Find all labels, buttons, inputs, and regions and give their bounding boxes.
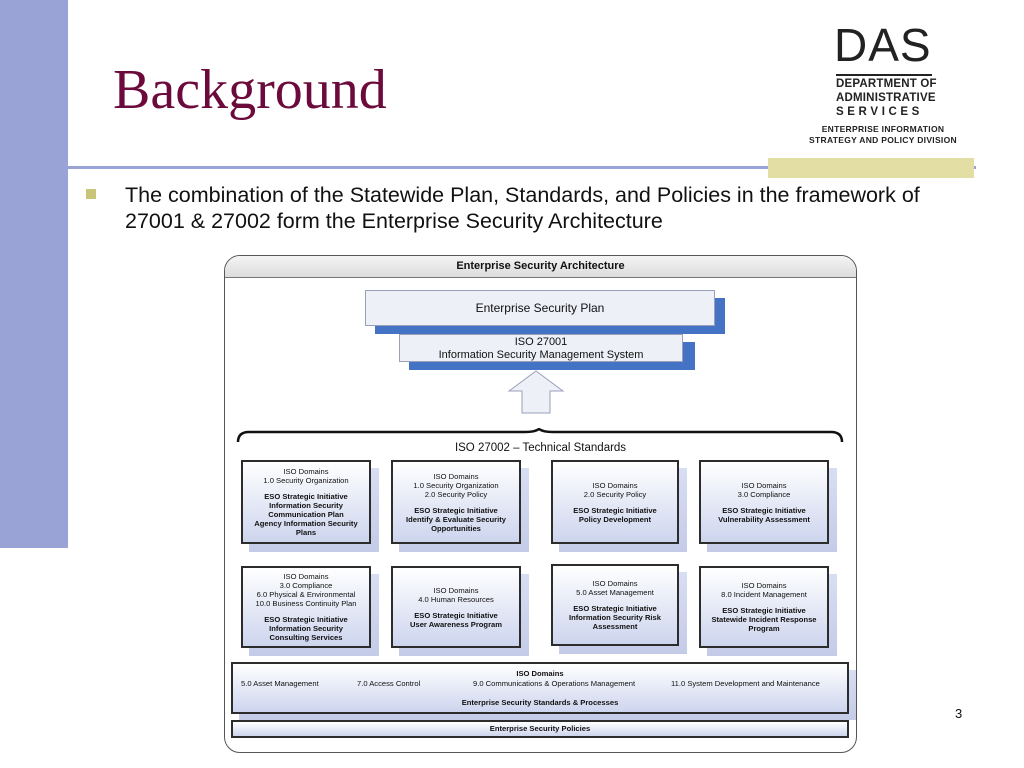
card-domain-line: 6.0 Physical & Environmental <box>256 590 356 599</box>
card-initiative-line: Program <box>748 624 780 633</box>
card-initiative-line: User Awareness Program <box>409 619 502 629</box>
card-initiative-line: ESO Strategic Initiative <box>414 610 498 620</box>
card-domain-line: 1.0 Security Organization <box>263 476 349 485</box>
card-domain-line: 3.0 Compliance <box>737 489 791 499</box>
architecture-diagram: Enterprise Security Architecture Enterpr… <box>224 255 857 753</box>
iso-domain-card: ISO Domains 1.0 Security Organization ES… <box>241 460 371 544</box>
iso27001-box: ISO 27001 Information Security Managemen… <box>399 334 683 362</box>
card-initiative-line: Agency Information Security <box>254 519 358 528</box>
decorative-corner-block <box>768 158 974 178</box>
iso-domain-card: ISO Domains 8.0 Incident Management ESO … <box>699 566 829 648</box>
iso27001-subtitle: Information Security Management System <box>438 349 644 361</box>
card-domain-line: ISO Domains <box>592 579 638 588</box>
standards-item: 5.0 Asset Management <box>241 679 319 688</box>
iso-domain-card: ISO Domains 3.0 Compliance ESO Strategic… <box>699 460 829 544</box>
logo-line: ADMINISTRATIVE <box>836 92 936 104</box>
logo-subtitle: STRATEGY AND POLICY DIVISION <box>809 135 957 145</box>
card-domain-line: 2.0 Security Policy <box>583 489 647 499</box>
logo-line: S E R V I C E S <box>836 106 920 118</box>
card-initiative-line: Communication Plan <box>268 510 344 519</box>
card-initiative-line: ESO Strategic Initiative <box>264 615 348 624</box>
card-initiative-line: Information Security <box>269 624 343 633</box>
iso-domain-card: ISO Domains 5.0 Asset Management ESO Str… <box>551 564 679 646</box>
logo-rule <box>836 74 932 76</box>
card-initiative-line: ESO Strategic Initiative <box>722 505 806 515</box>
das-logo: DAS DEPARTMENT OF ADMINISTRATIVE S E R V… <box>790 22 976 148</box>
card-domain-line: ISO Domains <box>741 581 787 590</box>
slide-title: Background <box>113 59 387 121</box>
card-initiative-line: ESO Strategic Initiative <box>414 505 498 515</box>
standards-box: ISO Domains 5.0 Asset Management 7.0 Acc… <box>231 662 849 714</box>
card-domain-line: 1.0 Security Organization <box>413 480 499 490</box>
standards-item: 9.0 Communications & Operations Manageme… <box>473 679 636 688</box>
iso-domain-card: ISO Domains 4.0 Human Resources ESO Stra… <box>391 566 521 648</box>
card-domain-line: 8.0 Incident Management <box>721 590 807 599</box>
card-initiative-line: Assessment <box>592 622 638 631</box>
card-initiative-line: Opportunities <box>431 523 481 533</box>
card-domain-line: 2.0 Security Policy <box>424 489 488 499</box>
card-initiative-line: ESO Strategic Initiative <box>573 604 657 613</box>
card-domain-line: 4.0 Human Resources <box>418 594 494 604</box>
standards-item: 11.0 System Development and Maintenance <box>671 679 820 688</box>
logo-line: DEPARTMENT OF <box>836 78 937 90</box>
card-initiative-line: Vulnerability Assessment <box>718 514 810 524</box>
iso-domain-card: ISO Domains 3.0 Compliance 6.0 Physical … <box>241 566 371 648</box>
iso27001-title: ISO 27001 <box>514 336 568 348</box>
card-domain-line: ISO Domains <box>283 572 329 581</box>
iso-domain-card: ISO Domains 1.0 Security Organization 2.… <box>391 460 521 544</box>
card-initiative-line: Policy Development <box>578 514 652 524</box>
title-divider <box>68 166 976 169</box>
iso-domain-card: ISO Domains 2.0 Security Policy ESO Stra… <box>551 460 679 544</box>
page-number: 3 <box>955 706 963 721</box>
card-initiative-line: Information Security Risk <box>569 613 661 622</box>
logo-subtitle: ENTERPRISE INFORMATION <box>821 124 945 134</box>
card-domain-line: ISO Domains <box>283 467 329 476</box>
policies-box: Enterprise Security Policies <box>231 720 849 738</box>
decorative-side-bar <box>0 0 68 548</box>
card-initiative-line: Information Security <box>269 501 343 510</box>
card-domain-line: ISO Domains <box>433 471 479 481</box>
standards-item: 7.0 Access Control <box>357 679 421 688</box>
card-domain-line: 3.0 Compliance <box>279 581 333 590</box>
card-domain-line: 5.0 Asset Management <box>576 588 654 597</box>
card-domain-line: ISO Domains <box>433 585 479 595</box>
card-domain-line: ISO Domains <box>741 480 787 490</box>
card-initiative-line: Plans <box>295 528 317 537</box>
card-initiative-line: Statewide Incident Response <box>711 615 817 624</box>
card-domain-line: ISO Domains <box>592 480 638 490</box>
standards-footer: Enterprise Security Standards & Processe… <box>461 698 619 707</box>
standards-title: ISO Domains <box>516 669 564 678</box>
card-initiative-line: ESO Strategic Initiative <box>722 606 806 615</box>
bullet-marker <box>86 189 96 199</box>
card-initiative-line: Consulting Services <box>269 633 343 642</box>
card-initiative-line: ESO Strategic Initiative <box>264 492 348 501</box>
card-initiative-line: ESO Strategic Initiative <box>573 505 657 515</box>
logo-das-text: DAS <box>834 19 932 71</box>
bullet-text: The combination of the Statewide Plan, S… <box>125 183 920 233</box>
iso27002-label: ISO 27002 – Technical Standards <box>454 442 627 454</box>
card-initiative-line: Identify & Evaluate Security <box>405 514 507 524</box>
up-arrow-icon <box>507 370 565 414</box>
brace-icon <box>236 428 844 443</box>
card-domain-line: 10.0 Business Continuity Plan <box>255 599 357 608</box>
diagram-header: Enterprise Security Architecture <box>225 256 856 278</box>
enterprise-security-plan-box: Enterprise Security Plan <box>365 290 715 326</box>
